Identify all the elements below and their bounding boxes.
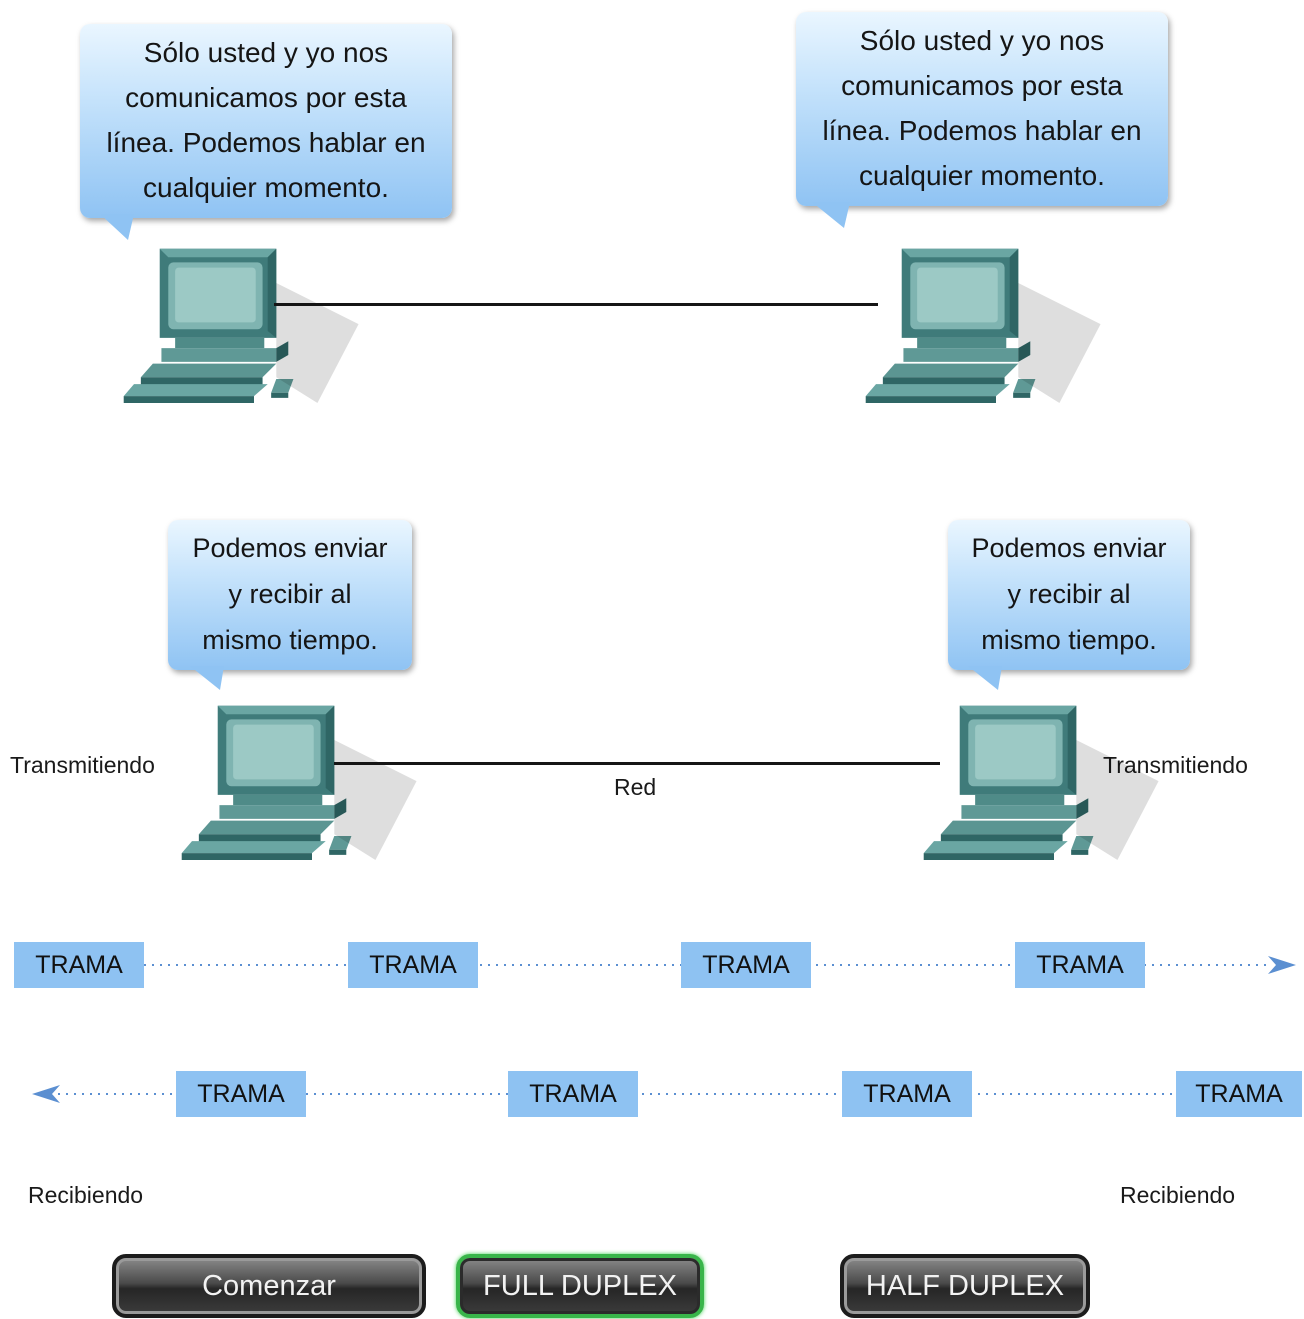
incoming-dotted-path	[32, 1085, 1176, 1103]
speech-bubble-right: Podemos enviar y recibir al mismo tiempo…	[948, 520, 1190, 670]
speech-bubble-left-text: Sólo usted y yo nos comunicamos por esta…	[106, 37, 426, 203]
arrow-right-icon	[1268, 956, 1296, 974]
frame-box: TRAMA	[14, 942, 144, 988]
network-line	[334, 762, 940, 765]
speech-bubble-right-tail	[968, 666, 1002, 690]
frame-box: TRAMA	[508, 1071, 638, 1117]
speech-bubble-right: Sólo usted y yo nos comunicamos por esta…	[796, 12, 1168, 206]
speech-bubble-right-text: Podemos enviar y recibir al mismo tiempo…	[971, 533, 1167, 655]
computer-icon	[923, 705, 1159, 860]
start-button[interactable]: Comenzar	[112, 1254, 426, 1318]
frame-box: TRAMA	[842, 1071, 972, 1117]
receiving-label-right: Recibiendo	[1120, 1182, 1236, 1208]
outgoing-dotted-path	[144, 956, 1296, 974]
speech-bubble-right-text: Sólo usted y yo nos comunicamos por esta…	[822, 25, 1142, 191]
arrow-left-icon	[32, 1085, 60, 1103]
incoming-frames-row: TRAMA TRAMA TRAMA TRAMA	[0, 1071, 1304, 1117]
frame-box: TRAMA	[348, 942, 478, 988]
speech-bubble-left-tail	[190, 666, 224, 690]
computer-icon	[865, 248, 1101, 403]
speech-bubble-left: Sólo usted y yo nos comunicamos por esta…	[80, 24, 452, 218]
network-label: Red	[614, 774, 657, 800]
computer-icon	[181, 705, 417, 860]
speech-bubble-right-tail	[812, 202, 850, 228]
full-duplex-button[interactable]: FULL DUPLEX	[456, 1254, 704, 1318]
frame-box: TRAMA	[1015, 942, 1145, 988]
frame-box: TRAMA	[681, 942, 811, 988]
connection-line	[274, 303, 878, 306]
receiving-label-left: Recibiendo	[28, 1182, 144, 1208]
transmitting-label-left: Transmitiendo	[10, 752, 155, 778]
outgoing-frames-row: TRAMA TRAMA TRAMA TRAMA	[0, 942, 1304, 988]
frame-box: TRAMA	[1176, 1071, 1302, 1117]
speech-bubble-left-text: Podemos enviar y recibir al mismo tiempo…	[192, 533, 388, 655]
speech-bubble-left-tail	[100, 214, 134, 240]
computer-icon	[123, 248, 359, 403]
frame-box: TRAMA	[176, 1071, 306, 1117]
half-duplex-button[interactable]: HALF DUPLEX	[840, 1254, 1090, 1318]
speech-bubble-left: Podemos enviar y recibir al mismo tiempo…	[168, 520, 412, 670]
